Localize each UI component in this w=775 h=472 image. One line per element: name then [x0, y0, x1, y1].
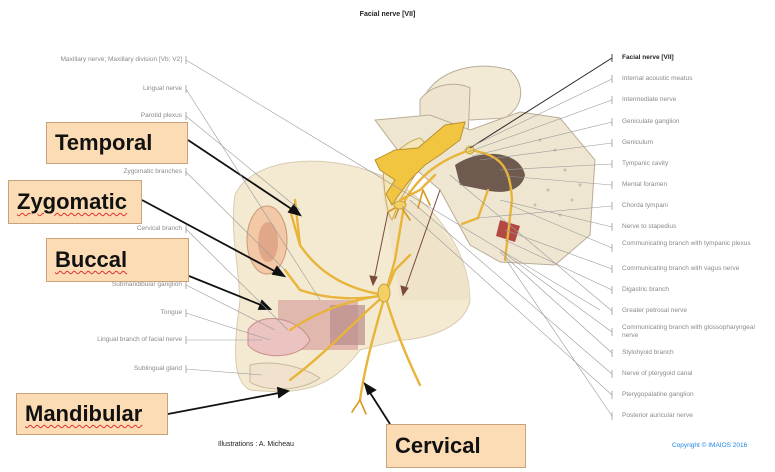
label-intermediate-nerve: Intermediate nerve [622, 96, 677, 103]
label-maxillary-nerve: Maxillary nerve; Maxillary division [Vb;… [60, 56, 182, 63]
label-tympanic-cavity: Tympanic cavity [622, 160, 669, 167]
callout-zygomatic-text: Zygomatic [17, 189, 128, 214]
label-nerve-to-stapedius: Nerve to stapedius [622, 223, 677, 230]
callout-buccal-text: Buccal [55, 247, 128, 272]
ganglion-pointer-arrows [369, 189, 441, 297]
label-pterygopalatine-ganglion: Pterygopalatine ganglion [622, 391, 694, 398]
label-geniculate-ganglion: Geniculate ganglion [622, 118, 680, 125]
head-silhouette [232, 160, 471, 393]
illustration-credit: Illustrations : A. Micheau [218, 441, 294, 448]
callout-temporal: Temporal [46, 122, 188, 164]
label-tongue: Tongue [160, 309, 182, 316]
diagram-title: Facial nerve [VII] [359, 11, 416, 18]
callout-cervical-text: Cervical [395, 433, 481, 458]
label-internal-acoustic-meatus: Internal acoustic meatus [622, 75, 693, 82]
callout-cervical: Cervical [386, 424, 526, 468]
label-facial-nerve: Facial nerve [VII] [622, 54, 674, 61]
callout-buccal: Buccal [46, 238, 189, 282]
label-nerve-pterygoid-canal: Nerve of pterygoid canal [622, 370, 693, 377]
label-zygomatic-branches: Zygomatic branches [123, 168, 182, 175]
label-comm-tympanic-plexus: Communicating branch with tympanic plexu… [622, 240, 751, 247]
label-lingual-branch: Lingual branch of facial nerve [97, 336, 182, 343]
label-greater-petrosal-nerve: Greater petrosal nerve [622, 307, 688, 314]
label-posterior-auricular-nerve: Posterior auricular nerve [622, 412, 693, 419]
label-digastric-branch: Digastric branch [622, 286, 669, 293]
label-comm-vagus: Communicating branch with vagus nerve [622, 265, 740, 272]
ear [246, 205, 288, 275]
label-mental-foramen: Mental foramen [622, 181, 668, 188]
label-comm-glossopharyngeal: Communicating branch with glossopharynge… [622, 324, 755, 339]
label-parotid-plexus: Parotid plexus [140, 112, 182, 119]
label-geniculum: Geniculum [622, 139, 654, 146]
label-submandibular-ganglion: Submandibular ganglion [111, 281, 182, 288]
label-sublingual-gland: Sublingual gland [133, 365, 182, 372]
callout-arrows [141, 139, 391, 425]
label-chorda-tympani: Chorda tympani [622, 202, 668, 209]
label-ticks [185, 54, 613, 420]
label-leaders [185, 57, 613, 417]
callout-zygomatic: Zygomatic [8, 180, 142, 224]
label-cervical-branch: Cervical branch [136, 225, 182, 232]
callout-temporal-text: Temporal [55, 130, 153, 155]
callout-mandibular-text: Mandibular [25, 401, 143, 426]
label-stylohyoid-branch: Stylohyoid branch [622, 349, 674, 356]
copyright-notice: Copyright © IMAIOS 2016 [672, 442, 748, 449]
callout-mandibular: Mandibular [16, 393, 168, 435]
label-lingual-nerve: Lingual nerve [142, 85, 182, 92]
